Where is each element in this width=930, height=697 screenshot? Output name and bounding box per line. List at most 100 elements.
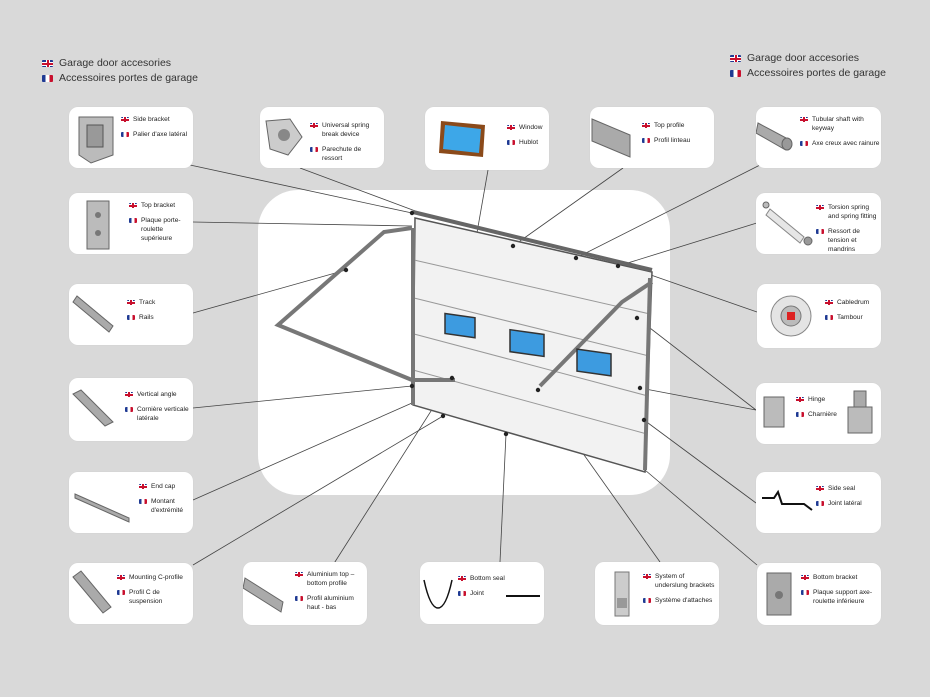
legend-fr: Accessoires portes de garage [747, 67, 886, 79]
france-flag-icon [643, 598, 651, 603]
legend-fr: Accessoires portes de garage [59, 72, 198, 84]
france-flag-icon [816, 501, 824, 506]
end-cap-icon [74, 493, 130, 523]
part-label-en: Universal spring break device [322, 122, 370, 138]
card-side-bracket: Side bracket Palier d'axe latéral [69, 107, 193, 168]
card-mounting-c-profile: Mounting C-profile Profil C de suspensio… [69, 563, 193, 624]
cabledrum-icon [770, 295, 812, 337]
legend-en: Garage door accesories [747, 52, 860, 64]
card-underslung: System of underslung brackets Système d'… [595, 562, 719, 625]
france-flag-icon [801, 590, 809, 595]
uk-flag-icon [125, 392, 133, 397]
part-label-fr: Plaque porte-roulette supérieure [141, 217, 181, 242]
part-label-fr: Tambour [837, 314, 863, 321]
uk-flag-icon [310, 123, 318, 128]
france-flag-icon [295, 596, 303, 601]
part-label-en: Side seal [828, 485, 856, 492]
france-flag-icon [125, 407, 133, 412]
side-bracket-icon [78, 116, 114, 164]
france-flag-icon [310, 147, 318, 152]
legend-right: Garage door accesories Accessoires porte… [730, 51, 886, 81]
part-label-fr: Joint latéral [828, 500, 862, 507]
part-label-fr: Profil linteau [654, 137, 691, 144]
france-flag-icon [816, 229, 824, 234]
card-end-cap: End cap Montant d'extrémité [69, 472, 193, 533]
part-label-en: Tubular shaft with keyway [812, 116, 864, 132]
top-profile-icon [591, 118, 631, 158]
card-top-bracket: Top bracket Plaque porte-roulette supéri… [69, 193, 193, 254]
card-torsion-spring: Torsion spring and spring fitting Ressor… [756, 193, 881, 254]
part-label-fr: Profil C de suspension [129, 589, 163, 605]
card-top-profile: Top profile Profil linteau [590, 107, 714, 168]
part-label-fr: Système d'attaches [655, 597, 713, 604]
part-label-en: Torsion spring and spring fitting [828, 204, 877, 220]
mounting-c-profile-icon [72, 570, 112, 614]
vertical-angle-icon [72, 389, 114, 427]
card-tubular-shaft: Tubular shaft with keyway Axe creux avec… [756, 107, 881, 168]
uk-flag-icon [643, 574, 651, 579]
france-flag-icon [507, 140, 515, 145]
france-flag-icon [127, 315, 135, 320]
uk-flag-icon [642, 123, 650, 128]
card-spring-break: Universal spring break device Parechute … [260, 107, 384, 168]
part-label-en: Top bracket [141, 202, 176, 209]
part-label-fr: Cornière verticale latérale [137, 406, 189, 422]
card-vertical-angle: Vertical angle Cornière verticale latéra… [69, 378, 193, 441]
uk-flag-icon [816, 205, 824, 210]
uk-flag-icon [800, 117, 808, 122]
uk-flag-icon [801, 575, 809, 580]
hinge-icon [847, 390, 873, 434]
aluminium-profile-icon [243, 577, 284, 613]
bottom-bracket-icon [766, 572, 792, 616]
part-label-en: Aluminium top – bottom profile [307, 571, 355, 587]
uk-flag-icon [507, 125, 515, 130]
part-label-en: Bottom seal [470, 575, 505, 582]
part-label-fr: Rails [139, 314, 154, 321]
part-label-en: Bottom bracket [813, 574, 858, 581]
door-drawing [274, 210, 654, 473]
uk-flag-icon [730, 55, 741, 62]
part-label-fr: Charnière [808, 411, 837, 418]
part-label-en: Vertical angle [137, 391, 177, 398]
tubular-shaft-icon [756, 122, 793, 151]
part-label-en: End cap [151, 483, 176, 490]
france-flag-icon [129, 218, 137, 223]
window-icon [439, 121, 485, 157]
france-flag-icon [800, 141, 808, 146]
bottom-seal-icon [423, 579, 453, 609]
part-label-en: Window [519, 124, 543, 131]
france-flag-icon [825, 315, 833, 320]
part-label-fr: Montant d'extrémité [151, 498, 184, 514]
part-label-fr: Hublot [519, 139, 539, 146]
part-label-fr: Joint [470, 590, 484, 597]
part-label-fr: Ressort de tension et mandrins [828, 228, 860, 253]
uk-flag-icon [127, 300, 135, 305]
card-hinge: Hinge Charnière [756, 383, 881, 444]
part-label-en: Mounting C-profile [129, 574, 183, 581]
uk-flag-icon [139, 484, 147, 489]
card-side-seal: Side seal Joint latéral [756, 472, 881, 533]
france-flag-icon [42, 75, 53, 82]
part-label-fr: Profil aluminium haut - bas [307, 595, 354, 611]
legend-en: Garage door accesories [59, 57, 172, 69]
card-cabledrum: Cabledrum Tambour [757, 284, 881, 348]
uk-flag-icon [121, 117, 129, 122]
uk-flag-icon [295, 572, 303, 577]
part-label-en: Side bracket [133, 116, 170, 123]
france-flag-icon [796, 412, 804, 417]
hinge-icon [763, 396, 785, 428]
part-label-fr: Palier d'axe latéral [133, 131, 188, 138]
part-label-fr: Plaque support axe-roulette inférieure [813, 589, 873, 605]
part-label-en: Top profile [654, 122, 685, 129]
card-bottom-bracket: Bottom bracket Plaque support axe-roulet… [757, 563, 881, 625]
uk-flag-icon [458, 576, 466, 581]
card-track: Track Rails [69, 284, 193, 345]
legend-left: Garage door accesories Accessoires porte… [42, 56, 198, 86]
france-flag-icon [730, 70, 741, 77]
uk-flag-icon [129, 203, 137, 208]
spring-break-icon [265, 118, 303, 156]
card-bottom-seal: Bottom seal Joint [420, 562, 544, 624]
part-label-en: Cabledrum [837, 299, 870, 306]
part-label-fr: Axe creux avec rainure [812, 140, 880, 147]
